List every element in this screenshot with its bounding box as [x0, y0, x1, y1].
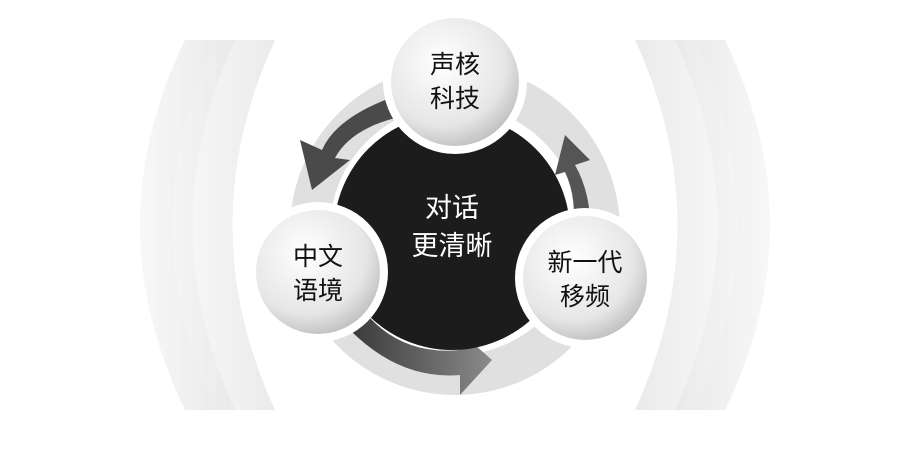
node-label-top: 声核 科技	[405, 48, 505, 116]
node-label-left: 中文 语境	[268, 240, 368, 308]
node-top-line1: 声核	[429, 50, 480, 79]
center-label-line2: 更清晰	[411, 231, 493, 262]
arrow-top-left	[300, 100, 395, 190]
center-circle	[334, 114, 570, 350]
node-circle-top	[391, 18, 519, 146]
node-circle-right	[523, 216, 647, 340]
node-right-line2: 移频	[559, 282, 610, 311]
right-sound-wave-arcs	[635, 40, 770, 410]
left-sound-wave-arcs	[140, 40, 275, 410]
center-label: 对话 更清晰	[392, 190, 512, 266]
node-left-line2: 语境	[292, 276, 343, 305]
center-label-line1: 对话	[425, 193, 479, 224]
arrow-bottom	[350, 318, 492, 395]
node-circle-left	[256, 210, 380, 334]
node-label-right: 新一代 移频	[530, 246, 640, 314]
node-left-line1: 中文	[292, 242, 343, 271]
node-top-line2: 科技	[429, 84, 480, 113]
node-right-line1: 新一代	[547, 248, 623, 277]
